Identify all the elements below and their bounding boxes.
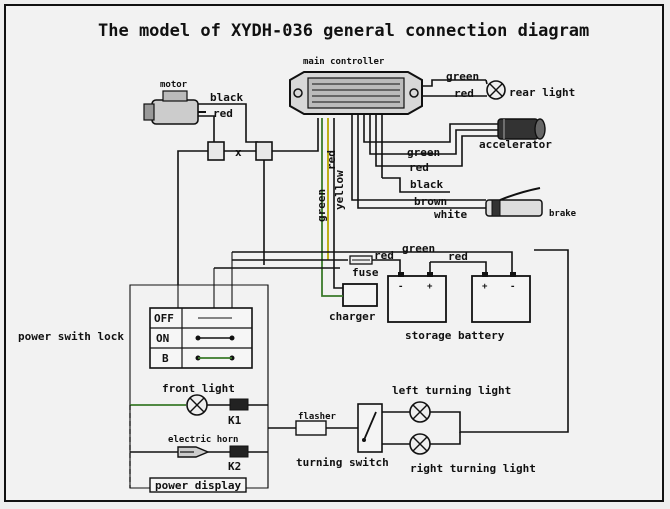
- relay-k2: [229, 445, 249, 458]
- svg-text:+: +: [427, 282, 433, 292]
- wire-label-acc-green: green: [407, 146, 440, 159]
- flasher-label: flasher: [298, 412, 337, 422]
- power-display: [149, 477, 247, 493]
- relay-k2-label: K2: [228, 460, 241, 473]
- switch-position-off: OFF: [154, 312, 174, 325]
- left-turning-light-icon: [409, 401, 431, 423]
- switch-position-on: ON: [156, 332, 169, 345]
- front-light-icon: [186, 394, 208, 416]
- wire-label-vert-green: green: [315, 189, 328, 222]
- electric-horn-icon: [177, 446, 210, 458]
- brake-label: brake: [549, 209, 577, 219]
- wire-label-batt-red: red: [448, 250, 468, 263]
- power-display-label: power display: [155, 479, 241, 492]
- rear-light-icon: [486, 80, 506, 100]
- relay-k1-label: K1: [228, 414, 242, 427]
- svg-text:-: -: [398, 282, 403, 292]
- svg-text:-: -: [510, 282, 515, 292]
- charger-label: charger: [329, 310, 376, 323]
- wire-label-acc-red: red: [409, 161, 429, 174]
- motor-label: motor: [160, 80, 188, 90]
- right-turning-light-icon: [409, 433, 431, 455]
- flasher-icon: [295, 420, 327, 436]
- fuse-icon: [349, 255, 373, 265]
- motor-icon: [143, 90, 206, 125]
- relay-k1: [229, 398, 249, 411]
- wire-label-batt-green: green: [402, 242, 435, 255]
- turning-switch-label: turning switch: [296, 456, 389, 469]
- wire-label-brake-brown: brown: [414, 195, 447, 208]
- right-turning-light-label: right turning light: [410, 462, 536, 475]
- turning-switch-icon: [357, 403, 383, 453]
- electric-horn-label: electric horn: [168, 434, 238, 445]
- main-controller: [289, 71, 423, 115]
- diagram-title: The model of XYDH-036 general connection…: [98, 21, 589, 41]
- power-switch-lock: OFF ON B: [149, 307, 253, 369]
- accelerator-icon: [497, 118, 546, 140]
- wire-label-vert-red: red: [325, 150, 338, 170]
- left-turning-light-label: left turning light: [392, 384, 511, 397]
- wire-label-brake-white: white: [434, 208, 467, 221]
- fuse-label: fuse: [352, 266, 379, 279]
- svg-text:x: x: [235, 146, 242, 159]
- front-light-label: front light: [162, 382, 235, 395]
- wire-label-rear-red: red: [454, 87, 474, 100]
- power-switch-lock-label: power swith lock: [18, 330, 124, 343]
- wire-label-rear-green: green: [446, 70, 479, 83]
- storage-battery-label: storage battery: [405, 329, 505, 342]
- svg-text:+: +: [482, 282, 488, 292]
- rear-light-label: rear light: [509, 86, 575, 99]
- wire-label-motor-black: black: [210, 91, 243, 104]
- accelerator-label: accelerator: [479, 138, 552, 151]
- main-controller-label: main controller: [303, 56, 385, 67]
- brake-icon: [485, 187, 543, 217]
- wire-label-motor-red: red: [213, 107, 233, 120]
- wire-label-fuse-red: red: [374, 249, 394, 262]
- switch-position-b: B: [162, 352, 169, 365]
- motor-connector: x: [207, 141, 273, 161]
- wire-label-vert-yellow: yellow: [333, 170, 346, 210]
- wire-label-acc-black: black: [410, 178, 443, 191]
- storage-battery-icon: - + + -: [387, 272, 531, 323]
- charger-icon: [342, 283, 378, 307]
